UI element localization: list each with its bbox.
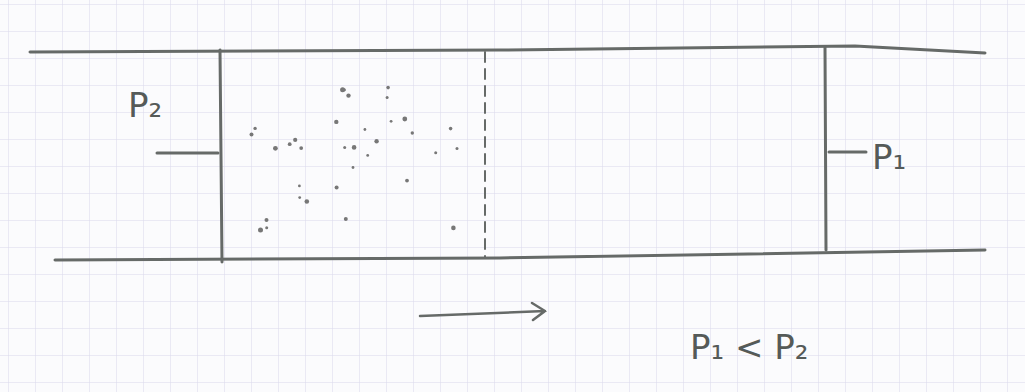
plug-dot	[405, 179, 409, 183]
plug-dot	[449, 127, 453, 131]
plug-dot	[265, 226, 268, 229]
plug-dot	[411, 131, 414, 134]
plug-dot	[305, 199, 310, 204]
pressure-relation: P₁ < P₂	[690, 330, 808, 364]
tube-wall-top	[30, 46, 985, 53]
plug-dot	[366, 154, 369, 157]
plug-dot	[288, 142, 292, 146]
plug-dot	[253, 127, 256, 130]
tube-wall-bottom	[55, 250, 985, 260]
plug-dot	[298, 185, 301, 188]
plug-dot	[344, 217, 348, 221]
plug-dot	[456, 147, 459, 150]
plug-dot	[340, 87, 345, 92]
plug-dot	[299, 146, 303, 150]
plug-dot	[273, 146, 278, 151]
plug-dot	[293, 138, 297, 142]
pressure-label: P₂	[128, 88, 162, 122]
plug-dot	[335, 185, 339, 189]
plug-dot	[258, 228, 263, 233]
plug-dot	[352, 145, 357, 150]
plug-dot	[402, 117, 407, 122]
left-piston	[220, 50, 222, 262]
plug-dot	[374, 139, 378, 143]
plug-dot	[346, 93, 350, 97]
plug-dot	[451, 226, 456, 231]
plug-dot	[390, 120, 393, 123]
pressure-tick	[829, 151, 866, 154]
plug-dot	[334, 120, 338, 124]
plug-dot	[352, 166, 355, 169]
plug-dot	[343, 146, 346, 149]
plug-dot	[298, 196, 301, 199]
porous-plug-dots	[250, 86, 459, 233]
plug-dot	[386, 86, 390, 90]
pressure-tick	[157, 152, 218, 155]
plug-dot	[250, 132, 254, 136]
flow-arrow	[420, 303, 545, 320]
plug-dot	[434, 151, 437, 154]
plug-dot	[265, 218, 269, 222]
pressure-label: P₁	[872, 140, 906, 174]
plug-dot	[364, 128, 367, 131]
plug-dot	[386, 96, 389, 99]
right-piston	[825, 47, 826, 250]
porous-plug-boundary	[484, 52, 486, 257]
